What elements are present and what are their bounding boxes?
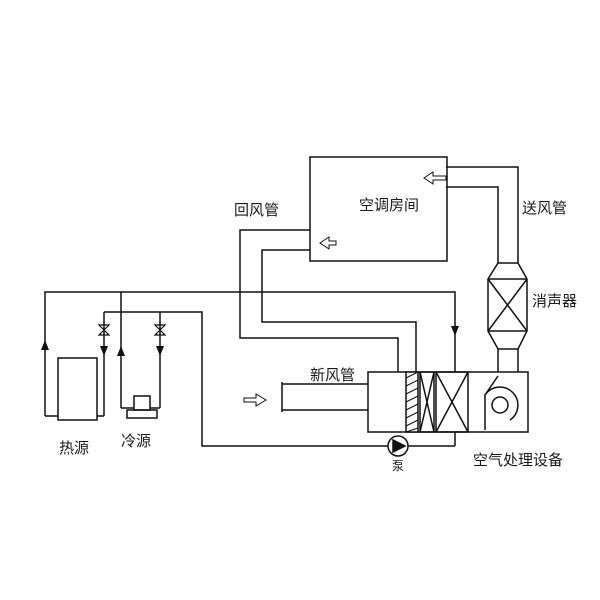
cold-source-label: 冷源 xyxy=(121,432,151,450)
return-duct-label: 回风管 xyxy=(234,201,279,219)
ahu-coil-2 xyxy=(435,371,469,433)
flow-arrow-heat-up xyxy=(41,340,49,350)
valve-heat xyxy=(97,324,111,336)
fresh-air-duct xyxy=(281,382,368,412)
supply-duct xyxy=(446,166,519,263)
valve-cold xyxy=(153,324,167,336)
pump xyxy=(387,435,409,457)
flow-arrow-ahu-down xyxy=(451,326,459,336)
room-label: 空调房间 xyxy=(359,196,419,214)
water-piping xyxy=(44,291,456,447)
return-duct xyxy=(239,229,417,372)
supply-duct-lower xyxy=(497,349,519,372)
room-box xyxy=(309,156,448,262)
fresh-air-duct-label: 新风管 xyxy=(310,366,355,384)
ahu-coil-1 xyxy=(419,371,435,433)
fresh-air-arrow xyxy=(243,393,267,407)
room-return-arrow xyxy=(319,236,337,250)
ahu-label: 空气处理设备 xyxy=(473,451,563,469)
heat-source-label: 热源 xyxy=(59,439,89,457)
ahu-fan xyxy=(484,375,519,430)
heat-source-box xyxy=(57,357,98,421)
flow-arrow-cold-up xyxy=(117,346,125,356)
silencer-label: 消声器 xyxy=(532,292,577,310)
supply-duct-label: 送风管 xyxy=(522,199,567,217)
room-supply-arrow xyxy=(423,171,447,185)
ahu-box xyxy=(367,371,529,433)
flow-arrow-cold-down xyxy=(156,346,164,356)
pump-label: 泵 xyxy=(392,459,404,473)
cold-source xyxy=(126,395,158,419)
silencer xyxy=(487,262,528,350)
flow-arrow-heat-down xyxy=(100,346,108,356)
ahu-filter xyxy=(405,371,419,433)
